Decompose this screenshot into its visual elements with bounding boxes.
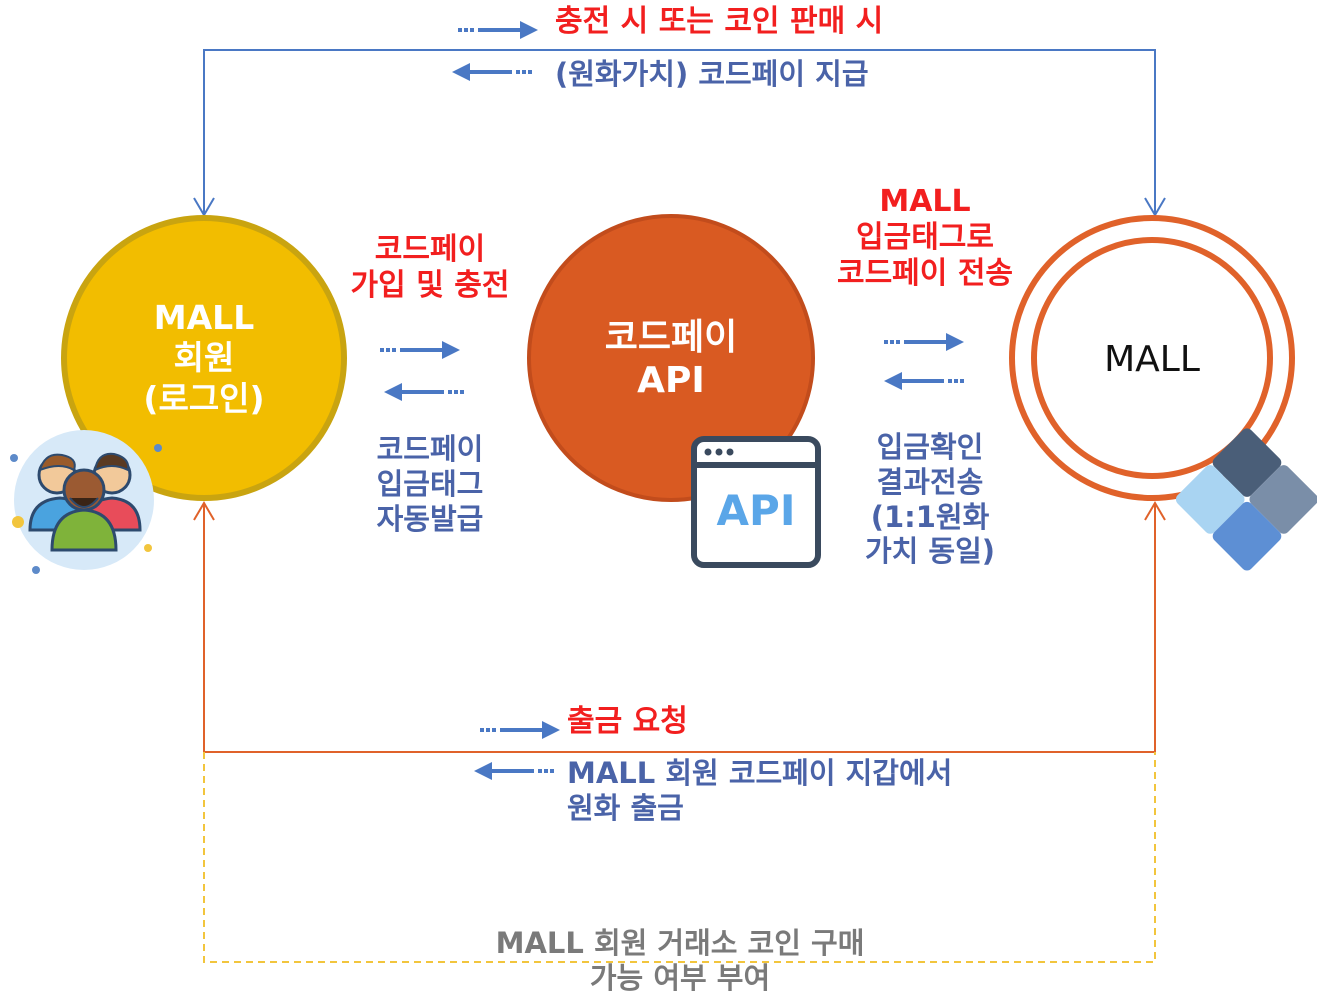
arrow-top-forward	[458, 21, 538, 39]
arrow-right-back	[884, 372, 964, 390]
mall-label: MALL	[1104, 339, 1200, 380]
api-window-icon	[691, 436, 821, 568]
left-back-label: 코드페이 입금태그 자동발급	[376, 432, 484, 536]
arrow-right-forward	[884, 333, 964, 351]
top-forward-label: 충전 시 또는 코인 판매 시	[555, 4, 884, 39]
member-label: MALL 회원 (로그인)	[143, 298, 265, 418]
arrow-bottom-back	[474, 762, 554, 780]
arrow-left-back	[384, 383, 464, 401]
right-back-label: 입금확인 결과전송 (1:1원화 가치 동일)	[864, 430, 996, 569]
arrow-left-forward	[380, 341, 460, 359]
left-forward-label: 코드페이 가입 및 충전	[350, 232, 510, 303]
right-forward-label: MALL 입금태그로 코드페이 전송	[836, 184, 1014, 291]
bottom-forward-label: 출금 요청	[567, 704, 688, 739]
dashed-loop-line	[203, 752, 1156, 963]
arrow-top-back	[452, 63, 532, 81]
api-circle	[527, 214, 815, 502]
bottom-loop-line	[193, 501, 1166, 753]
mall-inner-ring	[1031, 237, 1273, 479]
member-circle	[61, 215, 347, 501]
bottom-back-label: MALL 회원 코드페이 지갑에서 원화 출금	[567, 756, 953, 825]
mall-cube-icon	[1175, 428, 1317, 571]
dashed-label: MALL 회원 거래소 코인 구매 가능 여부 부여	[495, 926, 865, 996]
api-label: 코드페이 API	[604, 317, 738, 402]
direction-arrows	[380, 21, 964, 780]
arrow-bottom-forward	[480, 721, 560, 739]
users-icon	[10, 430, 162, 574]
api-badge-text: API	[716, 486, 796, 535]
top-back-label: (원화가치) 코드페이 지급	[555, 57, 869, 91]
